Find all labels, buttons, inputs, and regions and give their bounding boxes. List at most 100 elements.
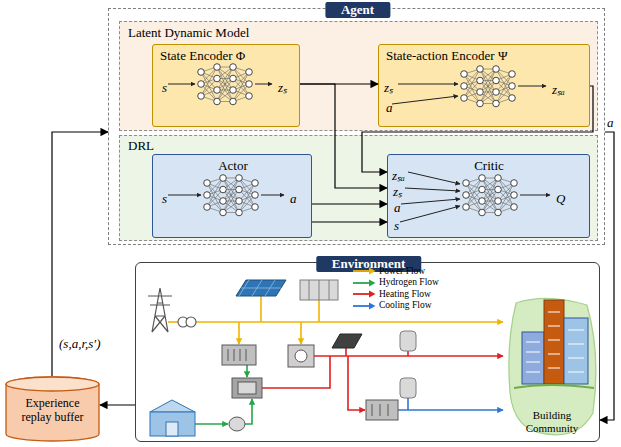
legend-swatch [369, 279, 376, 286]
group-panel: Latent Dynamic ModelState Encoder ΦszₛSt… [119, 21, 598, 131]
legend-row: Heating Flow [352, 289, 431, 300]
box-title: State-action Encoder Ψ [386, 48, 508, 63]
pv-panel [236, 280, 286, 296]
hydrogen-station [150, 400, 195, 436]
signal-arrow [408, 172, 460, 184]
signal-arrow [400, 206, 460, 222]
legend-swatch [352, 267, 376, 275]
signal-arrow [168, 84, 550, 222]
absorption-chiller [366, 400, 398, 420]
box-title: State Encoder Φ [160, 48, 245, 63]
buffer-cylinder-outline [6, 377, 99, 441]
building-blob-outline [509, 298, 596, 434]
power-flow-line [260, 296, 262, 322]
legend-row: Cooling Flow [352, 300, 432, 311]
legend-swatch [369, 291, 376, 298]
signal-arrow [401, 199, 460, 204]
legend-swatch [353, 282, 370, 284]
fuel-cell [232, 378, 262, 398]
power-flow-line [168, 296, 503, 344]
transformer [178, 317, 196, 327]
input-symbol: a [386, 100, 393, 115]
neural-network-icon [204, 175, 259, 216]
input-symbol: zₛ [384, 80, 393, 95]
connector-arrow [312, 221, 387, 222]
input-symbol: s [162, 191, 167, 206]
cold-storage-tank [400, 378, 416, 398]
absorption-chiller [372, 404, 388, 416]
heating-flow-line [348, 356, 365, 410]
output-symbol: a [290, 191, 297, 206]
power-flow-line [300, 322, 302, 344]
building-icon [526, 312, 584, 372]
legend-swatch [352, 290, 376, 298]
signal-arrow [520, 195, 550, 196]
agent-panel: AgentLatent Dynamic ModelState Encoder Φ… [108, 8, 605, 245]
electrolyzer [222, 345, 256, 365]
building-icon [514, 300, 594, 388]
heating-flow-line [345, 348, 347, 356]
legend-swatch [369, 302, 376, 309]
heat-pump [295, 350, 307, 362]
legend-text: Power Flow [379, 266, 425, 277]
signal-arrow [405, 188, 460, 191]
legend-swatch [369, 268, 376, 275]
box-title: Critic [474, 158, 504, 173]
power-flow-line [318, 300, 320, 322]
buffer-cylinder: Experience replay buffer [5, 376, 100, 442]
output-symbol: Q [556, 191, 565, 206]
input-symbol: s [162, 80, 167, 95]
neural-network-icon [198, 64, 518, 216]
electrolyzer [228, 349, 246, 361]
legend-text: Hydrogen Flow [379, 277, 439, 288]
box-title: Actor [218, 158, 248, 173]
hydrogen-flow-line [245, 399, 252, 424]
group-title: DRL [128, 138, 154, 153]
connector-arrow [362, 86, 593, 172]
neural-network-icon [198, 64, 253, 105]
encoder-box: State-action Encoder Ψ zₛ a zₛₐ [378, 44, 590, 127]
output-symbol: zₛₐ [552, 82, 565, 97]
cold-storage-tank [400, 378, 416, 398]
encoder-box: State Encoder Φ s zₛ [152, 44, 300, 127]
edge-label: (s,a,r,s′) [58, 336, 102, 351]
connector-group [52, 84, 614, 420]
input-symbol: a [394, 200, 401, 215]
fuel-cell [238, 382, 256, 394]
output-symbol: zₛ [278, 80, 287, 95]
legend-swatch [353, 305, 370, 307]
fuel-cell [232, 378, 262, 398]
absorption-chiller [366, 400, 398, 420]
pv-panel [236, 280, 286, 296]
heating-flow-line [407, 351, 409, 356]
input-symbol: zₛ [393, 184, 402, 199]
signal-arrow [518, 86, 546, 87]
grid-tower [148, 288, 172, 332]
heat-pump [288, 345, 314, 367]
transformer [186, 317, 196, 327]
legend-swatch [353, 293, 370, 295]
connector-arrow [52, 132, 108, 376]
legend-text: Cooling Flow [379, 300, 432, 311]
hydrogen-station [150, 412, 195, 436]
signal-arrow [261, 195, 284, 196]
input-symbol: s [394, 218, 399, 233]
battery-rack [300, 280, 338, 300]
power-flow-line [238, 322, 240, 344]
pv-panel [239, 280, 281, 296]
buffer-label: Experience replay buffer [10, 396, 96, 424]
legend-text: Heating Flow [379, 289, 431, 300]
panel-title: Agent [325, 2, 390, 18]
legend-swatch [352, 279, 376, 287]
solar-collector [332, 334, 362, 348]
signal-arrow [168, 84, 195, 85]
electrolyzer [222, 345, 256, 365]
connector-arrow [600, 132, 614, 420]
solar-collector [332, 334, 362, 348]
legend-row: Power Flow [352, 266, 425, 277]
building-icon [514, 385, 594, 388]
power-flow-line [197, 321, 503, 323]
legend-row: Hydrogen Flow [352, 277, 439, 288]
